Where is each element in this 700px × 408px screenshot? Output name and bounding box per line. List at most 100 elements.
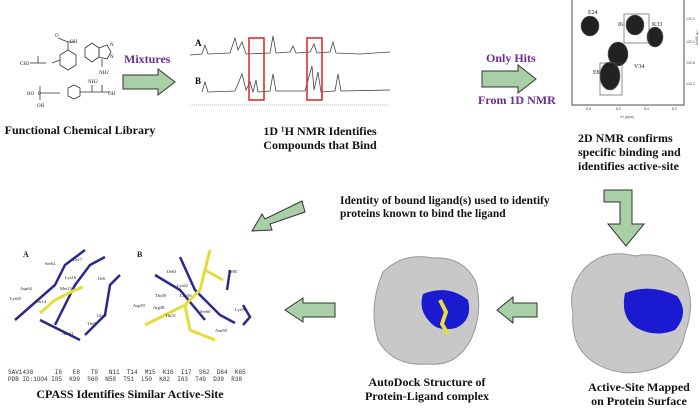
right-arrow-icon <box>122 68 176 96</box>
text-line: Identity of bound ligand(s) used to iden… <box>340 195 550 207</box>
atom-ch3: CH3 <box>20 62 30 67</box>
residue-label: Lys62 <box>177 283 188 288</box>
y-axis-label: ¹⁵N (ppm) <box>695 30 699 45</box>
x-tick: 8.6 <box>586 107 591 111</box>
caption-line: AutoDock Structure of <box>368 375 486 389</box>
residue-label: Lys65 <box>10 296 22 301</box>
binding-highlight-box <box>306 37 323 101</box>
down-left-arrow-icon <box>251 200 306 232</box>
residue-label: Ile17 <box>73 257 83 262</box>
x-tick: 8.4 <box>644 107 649 111</box>
protein-surface-active-site <box>571 253 691 374</box>
residue-label: Ser60 <box>200 309 211 314</box>
left-arrow-icon <box>284 297 336 323</box>
residue-label: Met15 <box>60 286 72 291</box>
atom-nh2: NH2 <box>99 71 109 76</box>
2d-nmr-spectrum: E24 I6 K33 V34 E8 8.6 8.5 8.4 8.3 ¹H (pp… <box>571 0 699 119</box>
1d-nmr-spectra: A B <box>190 35 390 106</box>
atom-n: N <box>110 55 114 60</box>
caption-line: 2D NMR confirms <box>578 131 673 145</box>
residue-label: Ile63 <box>167 269 177 274</box>
residue-label: Ile85 <box>228 269 238 274</box>
spectrum-a-trace <box>190 35 390 56</box>
atom-ho: HO <box>27 92 35 97</box>
residue-label: Asp39 <box>133 303 146 308</box>
peak-label-i6: I6 <box>618 22 623 28</box>
panel-a-label: A <box>23 250 29 259</box>
atom-p: P <box>38 92 41 97</box>
caption-line: Protein-Ligand complex <box>364 389 490 403</box>
spectrum-b-label: B <box>195 76 201 86</box>
x-tick: 8.3 <box>672 107 677 111</box>
caption-line: on Protein Surface <box>591 394 687 408</box>
residue-label: Lys99 <box>235 307 247 312</box>
y-tick: 122.0 <box>686 17 695 21</box>
atom-nh2: NH2 <box>88 80 98 85</box>
residue-label: Glu8 <box>97 313 107 318</box>
identity-text: Identity of bound ligand(s) used to iden… <box>340 195 550 221</box>
atom-o: O <box>55 34 59 39</box>
panel-a-backbone <box>14 249 121 342</box>
spectrum-b-trace <box>201 65 390 94</box>
caption-line: Active-Site Mapped <box>588 380 690 394</box>
down-arrow-icon <box>603 189 646 247</box>
panel-a-ligand <box>39 285 84 315</box>
residue-alignment: SAV1430 I6 E8 T9 N11 T14 M15 K16 I17 S62… <box>8 369 246 383</box>
binding-highlight-box <box>248 37 265 101</box>
nmr-peak <box>580 15 600 37</box>
x-tick: 8.5 <box>616 107 621 111</box>
y-tick: 123.2 <box>686 82 695 86</box>
mixtures-label: Mixtures <box>124 52 171 66</box>
residue-label: Thr9 <box>87 321 96 326</box>
residue-label: Arg38 <box>153 305 165 310</box>
alignment-row: PDB ID:1OO4 I85 K99 S60 N58 T51 L50 K62 … <box>8 376 243 383</box>
atom-oh: OH <box>70 40 78 45</box>
residue-label: Thr51 <box>165 313 176 318</box>
spectrum-a-label: A <box>195 38 202 48</box>
panel-b-ligand <box>144 249 224 342</box>
residue-label: Asn11 <box>62 331 74 336</box>
peak-label-v34: V34 <box>634 64 644 70</box>
alignment-row: SAV1430 I6 E8 T9 N11 T14 M15 K16 I17 S62… <box>8 369 246 376</box>
caption-line: Compounds that Bind <box>263 138 377 152</box>
panel-b-backbone <box>154 256 252 326</box>
panel-b-label: B <box>137 250 143 259</box>
x-axis-label: ¹H (ppm) <box>620 115 634 119</box>
caption-line: specific binding and <box>578 145 681 159</box>
residue-label: Thr14 <box>35 299 47 304</box>
from-1d-nmr-label: From 1D NMR <box>478 93 556 107</box>
right-arrow-icon <box>481 64 537 94</box>
residue-label: Lys16 <box>65 275 77 280</box>
y-tick: 122.8 <box>686 61 695 65</box>
only-hits-label: Only Hits <box>486 51 536 65</box>
caption-line: identifies active-site <box>578 159 679 173</box>
residue-label: Thr49 <box>155 293 167 298</box>
active-site-region <box>623 288 684 334</box>
peak-label-e8: E8 <box>593 70 600 76</box>
text-line: proteins known to bind the ligand <box>340 208 506 220</box>
nmr-peak <box>646 26 664 48</box>
autodock-complex <box>373 256 480 365</box>
residue-label: Ile6 <box>98 276 106 281</box>
residue-label: Leu50 <box>180 293 192 298</box>
nmr-peak <box>607 41 629 67</box>
caption-line: 1D ¹H NMR Identifies <box>263 124 377 138</box>
cpass-active-site-panels: A B Ser62 Ile17 Lys16 Ile6 Asp64 Met15 L… <box>10 249 252 342</box>
residue-label: Asp64 <box>20 286 33 291</box>
docked-ligand <box>438 299 450 336</box>
peak-label-k33: K33 <box>652 22 662 28</box>
cpass-caption: CPASS Identifies Similar Active-Site <box>36 387 224 401</box>
nmr-peak <box>599 61 621 91</box>
library-caption: Functional Chemical Library <box>4 123 156 137</box>
left-arrow-icon <box>496 296 538 324</box>
atom-oh: OH <box>108 92 116 97</box>
residue-label: Asn58 <box>215 328 228 333</box>
y-tick: 122.4 <box>686 40 695 44</box>
nmr-peak <box>625 14 645 36</box>
atom-n: N <box>110 43 114 48</box>
